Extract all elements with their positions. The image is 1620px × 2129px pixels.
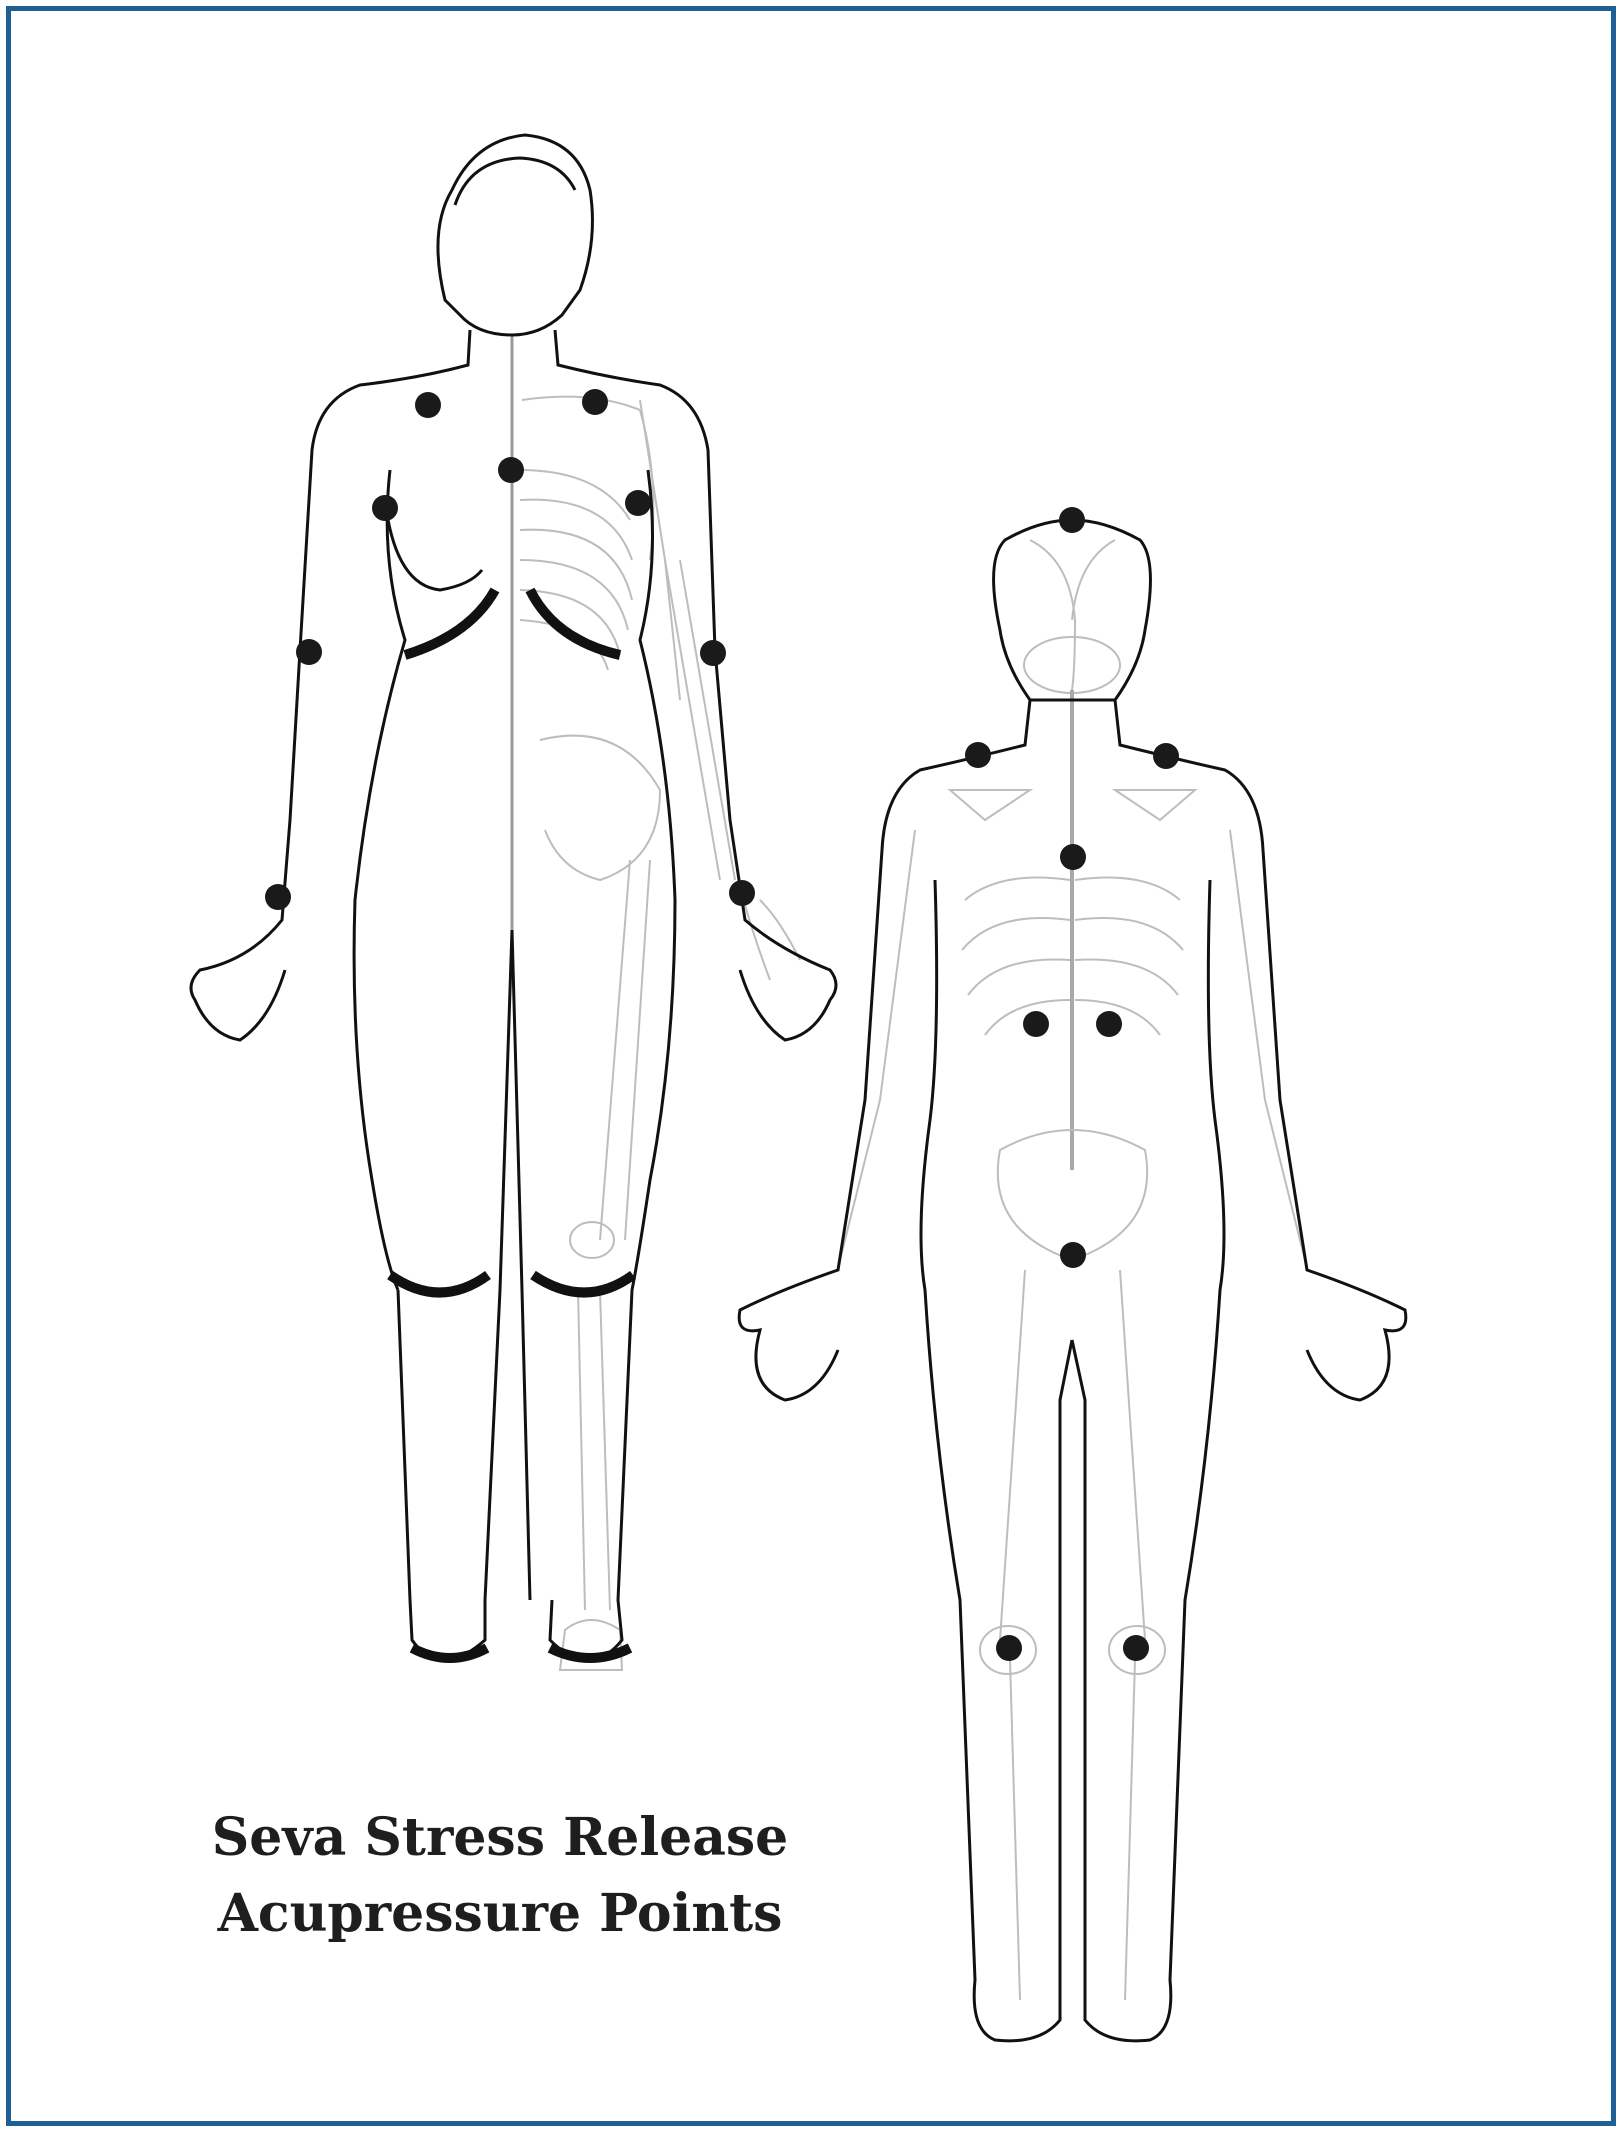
caption-line-2: Acupressure Points xyxy=(190,1876,810,1952)
under-breast-band-left xyxy=(405,590,495,655)
back-view-figure xyxy=(739,507,1406,2041)
back-skeleton xyxy=(840,540,1305,2000)
front-skeleton xyxy=(512,335,800,1670)
acupressure-point xyxy=(1153,743,1179,769)
diagram-caption: Seva Stress Release Acupressure Points xyxy=(190,1800,810,1952)
acupressure-point xyxy=(1096,1011,1122,1037)
front-acupressure-points xyxy=(265,389,755,910)
caption-line-1: Seva Stress Release xyxy=(190,1800,810,1876)
acupressure-point xyxy=(498,457,524,483)
acupressure-point xyxy=(1123,1635,1149,1661)
acupressure-point xyxy=(625,490,651,516)
acupressure-point xyxy=(372,495,398,521)
acupressure-point xyxy=(265,884,291,910)
front-view-figure xyxy=(191,135,836,1670)
acupressure-point xyxy=(1059,507,1085,533)
ankle-band-left xyxy=(412,1648,487,1658)
knee-band-right xyxy=(533,1275,633,1293)
acupressure-point xyxy=(965,742,991,768)
acupressure-point xyxy=(1023,1011,1049,1037)
acupressure-point xyxy=(296,639,322,665)
acupressure-point xyxy=(582,389,608,415)
knee-band-left xyxy=(390,1275,488,1293)
ankle-band-right xyxy=(550,1648,630,1658)
acupressure-point xyxy=(1060,1242,1086,1268)
acupressure-point xyxy=(700,640,726,666)
acupressure-point xyxy=(729,880,755,906)
acupressure-point xyxy=(996,1635,1022,1661)
acupressure-point xyxy=(1060,844,1086,870)
acupressure-point xyxy=(415,392,441,418)
